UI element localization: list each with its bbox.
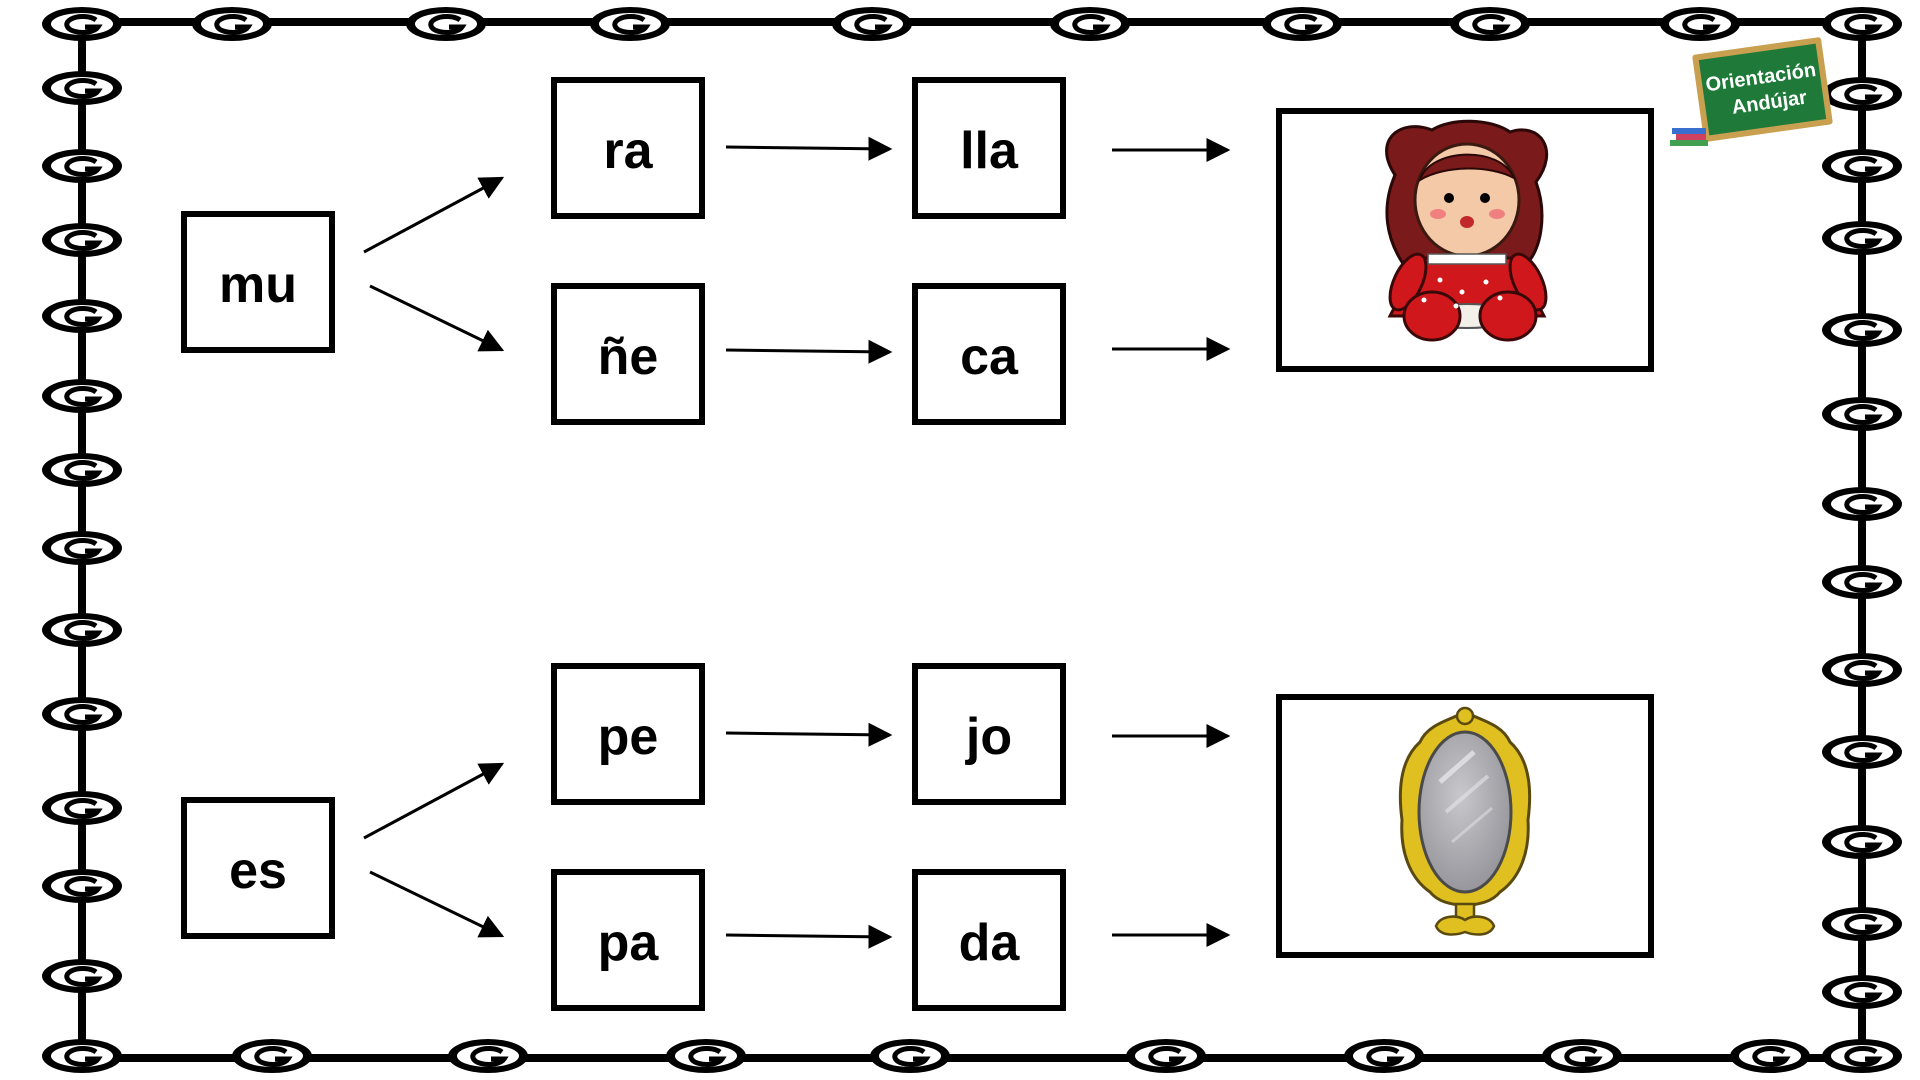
spiral-ornament [1822,149,1902,183]
word-group-1: mu ra ñe lla ca [181,77,1654,425]
syllable-box [551,663,705,805]
spiral-ornament [1822,397,1902,431]
spiral-ornament [42,1039,122,1073]
spiral-ornament [1126,1039,1206,1073]
spiral-ornament [406,7,486,41]
syllable-second: ca [960,328,1019,386]
syllable-box [551,283,705,425]
syllable-second: lla [960,122,1019,180]
spiral-ornament [42,71,122,105]
spiral-ornament [1822,653,1902,687]
syllable-first: pa [598,914,660,972]
spiral-ornament [42,869,122,903]
syllable-box [912,77,1066,219]
branch-arrow-down [369,870,505,938]
spiral-ornament [232,1039,312,1073]
spiral-ornament [42,223,122,257]
spiral-ornament [590,7,670,41]
spiral-ornament [1542,1039,1622,1073]
spiral-ornament [448,1039,528,1073]
spiral-ornament [832,7,912,41]
logo-board [1698,43,1827,136]
spiral-ornament [666,1039,746,1073]
spiral-ornament [1822,735,1902,769]
spiral-ornament [1730,1039,1810,1073]
spiral-ornament [1822,7,1902,41]
spiral-ornament [42,7,122,41]
arrow-right [725,136,893,161]
spiral-ornament [1822,221,1902,255]
mirror-image [1398,706,1532,936]
branch-arrow-up [363,762,505,840]
word-group-2: es pe pa jo da [181,663,1654,1011]
spiral-border [42,7,1902,1073]
spiral-ornament [42,453,122,487]
spiral-ornament [1822,487,1902,521]
syllable-box [551,869,705,1011]
syllable-first: ra [603,122,653,180]
spiral-ornament [1822,1039,1902,1073]
spiral-ornament [1262,7,1342,41]
spiral-ornament [1822,825,1902,859]
start-syllable: mu [219,256,297,314]
spiral-ornament [1822,907,1902,941]
syllable-second: da [959,914,1021,972]
branch-arrow-up [363,176,505,254]
spiral-ornament [870,1039,950,1073]
spiral-ornament [1822,313,1902,347]
syllable-first: pe [598,708,659,766]
orientacion-andujar-logo: Orientación Andújar [1692,37,1833,142]
spiral-ornament [1822,565,1902,599]
spiral-ornament [42,697,122,731]
start-syllable-box [181,797,335,939]
spiral-ornament [42,299,122,333]
spiral-ornament [1822,975,1902,1009]
spiral-ornament [1822,77,1902,111]
spiral-ornament [42,613,122,647]
spiral-ornament [1050,7,1130,41]
spiral-ornament [1450,7,1530,41]
start-syllable-box [181,211,335,353]
spiral-ornament [1344,1039,1424,1073]
syllable-box [912,869,1066,1011]
start-syllable: es [229,842,287,900]
branch-arrow-down [369,284,505,352]
books-icon [1670,128,1708,146]
syllable-box [912,283,1066,425]
syllable-box [551,77,705,219]
arrow-right [725,339,893,364]
spiral-ornament [42,379,122,413]
arrow-right [725,924,893,949]
spiral-ornament [42,531,122,565]
spiral-ornament [42,791,122,825]
spiral-ornament [192,7,272,41]
syllable-box [912,663,1066,805]
spiral-ornament [1660,7,1740,41]
syllable-first: ñe [598,328,659,386]
spiral-ornament [42,959,122,993]
spiral-ornament [42,149,122,183]
arrow-right [725,722,893,747]
syllable-second: jo [965,708,1012,766]
doll-image [1385,119,1549,342]
